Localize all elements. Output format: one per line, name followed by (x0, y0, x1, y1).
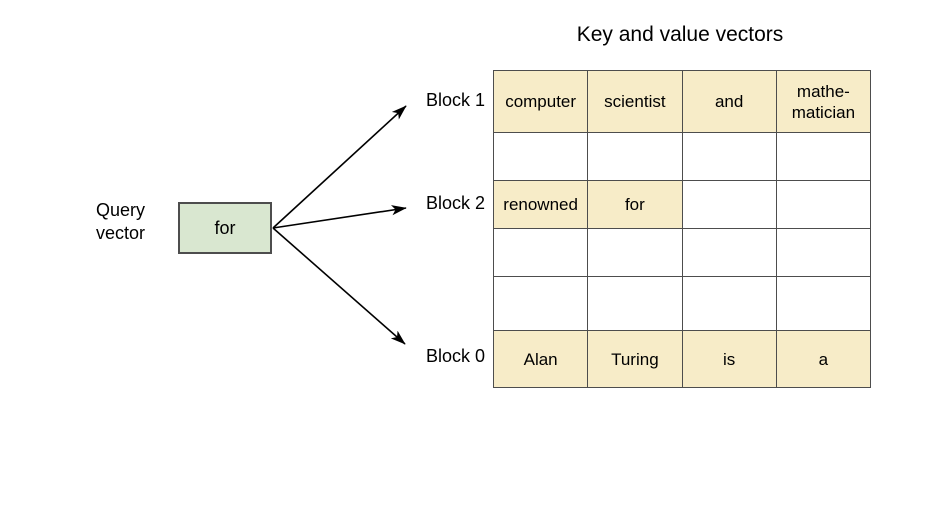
table-row (492, 228, 872, 277)
table-row: renowned for (492, 180, 872, 229)
grid-cell[interactable] (587, 228, 683, 277)
table-row (492, 132, 872, 181)
grid-cell-text: computer (505, 92, 577, 111)
grid-cell-text: renowned (503, 195, 578, 214)
table-row (492, 276, 872, 331)
grid-cell[interactable]: computer (492, 70, 589, 133)
grid-cell[interactable] (681, 132, 777, 181)
grid-cell-text: Alan (523, 349, 558, 369)
grid-cell[interactable] (587, 276, 683, 331)
grid-cell-text: is (722, 349, 736, 369)
grid-cell[interactable]: Turing (587, 330, 683, 388)
grid-cell[interactable] (681, 180, 777, 229)
grid-cell[interactable] (775, 276, 872, 331)
block-label-0: Block 0 (425, 346, 485, 366)
arrow-to-block-1 (272, 105, 407, 229)
grid-cell[interactable]: renowned (492, 180, 589, 229)
grid-cell[interactable] (681, 228, 777, 277)
block-label-1: Block 1 (425, 90, 485, 110)
grid-cell-text: and (714, 92, 744, 111)
arrow-to-block-0 (272, 227, 406, 345)
grid-cell[interactable] (492, 276, 589, 331)
key-value-grid: computer scientist and mathe-matician re… (492, 70, 872, 388)
query-vector-label-line1: Query (96, 200, 146, 220)
grid-cell-text: for (624, 195, 645, 214)
block-label-2: Block 2 (425, 193, 485, 213)
grid-cell[interactable] (775, 132, 872, 181)
query-vector-token: for (214, 217, 236, 238)
query-vector-box[interactable]: for (178, 202, 272, 254)
grid-cell[interactable]: scientist (587, 70, 683, 133)
grid-cell[interactable] (492, 228, 589, 277)
grid-cell[interactable] (492, 132, 589, 181)
grid-cell-text: mathe-matician (791, 81, 856, 122)
query-vector-label-line2: vector (96, 223, 146, 243)
query-vector-label: Query vector (96, 199, 172, 245)
grid-cell[interactable]: and (681, 70, 777, 133)
grid-cell[interactable]: mathe-matician (775, 70, 872, 133)
grid-cell[interactable]: Alan (492, 330, 589, 388)
grid-cell-text: Turing (611, 349, 659, 369)
grid-cell[interactable] (587, 132, 683, 181)
grid-cell-text: scientist (604, 92, 666, 111)
grid-cell[interactable] (775, 180, 872, 229)
page-title: Key and value vectors (576, 23, 784, 46)
table-row: computer scientist and mathe-matician (492, 70, 872, 133)
arrow-to-block-2 (272, 205, 407, 229)
table-row: Alan Turing is a (492, 330, 872, 388)
grid-cell[interactable] (775, 228, 872, 277)
grid-cell[interactable] (681, 276, 777, 331)
grid-cell[interactable]: is (681, 330, 777, 388)
grid-cell-text: a (818, 349, 829, 369)
grid-cell[interactable]: for (587, 180, 683, 229)
grid-cell[interactable]: a (775, 330, 872, 388)
